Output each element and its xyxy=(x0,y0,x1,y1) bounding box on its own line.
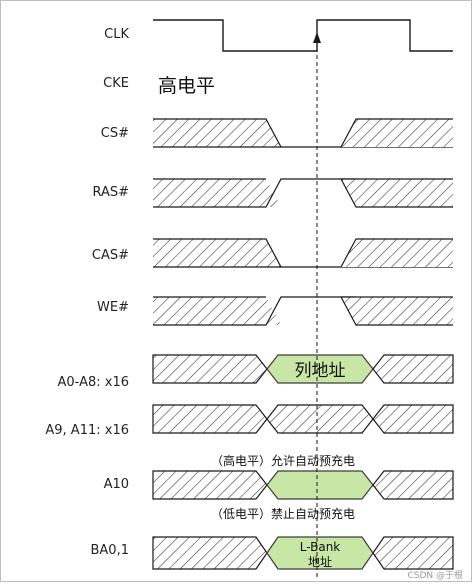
clk-rising-edge-arrow xyxy=(313,32,321,43)
ba-waveform xyxy=(152,536,454,570)
a10-waveform xyxy=(152,470,454,500)
label-clk: CLK xyxy=(104,27,129,42)
label-a10: A10 xyxy=(104,477,129,492)
label-a9-a11: A9, A11: x16 xyxy=(45,423,129,438)
cke-level-text: 高电平 xyxy=(158,75,215,97)
bank-address-line1: L-Bank xyxy=(300,540,341,554)
ras-waveform xyxy=(153,178,453,208)
clk-waveform xyxy=(153,19,453,52)
label-ras: RAS# xyxy=(92,185,129,200)
a10-low-note: （低电平）禁止自动预充电 xyxy=(211,506,355,521)
label-ba: BA0,1 xyxy=(91,543,130,558)
label-a0-a8: A0-A8: x16 xyxy=(58,375,129,390)
label-cs: CS# xyxy=(101,126,129,141)
column-address-text: 列地址 xyxy=(295,361,346,381)
a0-a8-waveform xyxy=(152,354,454,384)
we-waveform xyxy=(153,296,453,326)
a9-a11-waveform xyxy=(152,404,454,434)
label-cas: CAS# xyxy=(92,248,129,263)
label-cke: CKE xyxy=(103,76,129,91)
cas-waveform xyxy=(153,238,453,268)
bank-address-line2: 地址 xyxy=(308,555,332,569)
a10-valid-window xyxy=(266,470,374,500)
label-we: WE# xyxy=(97,300,129,315)
watermark: CSDN @于根 xyxy=(407,569,463,581)
cs-waveform xyxy=(153,118,453,148)
a10-high-note: （高电平）允许自动预充电 xyxy=(211,453,355,468)
